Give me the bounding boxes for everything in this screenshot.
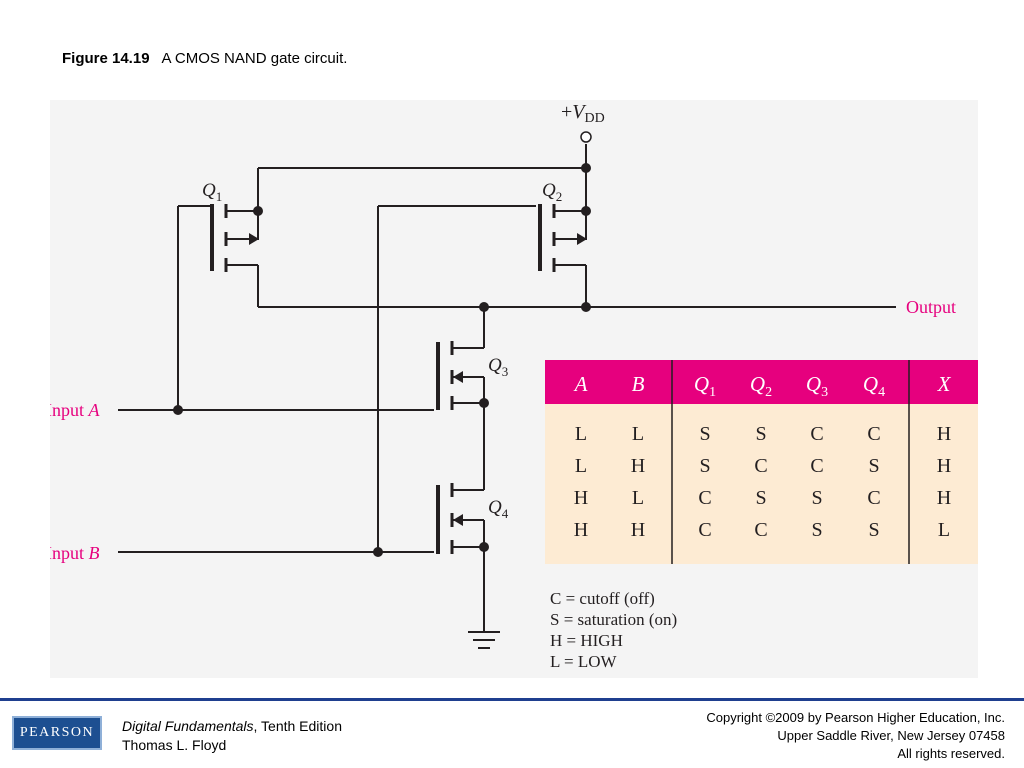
figure-caption: A CMOS NAND gate circuit. <box>161 50 348 67</box>
circuit-labels: +VDD Q1 Q2 Q3 Q4 <box>202 101 605 521</box>
q1-arrow-icon <box>249 233 259 245</box>
q4-arrow-icon <box>453 514 463 526</box>
copyright-block: Copyright ©2009 by Pearson Higher Educat… <box>706 709 1005 763</box>
transistor-bodies <box>210 204 556 554</box>
vdd-terminal <box>580 131 592 143</box>
q2-label: Q2 <box>542 180 562 204</box>
truth-table-cell: L <box>575 423 587 445</box>
truth-table-cell: C <box>810 423 823 445</box>
junction-dot <box>479 302 489 312</box>
slide-title: Figure 14.19 A CMOS NAND gate circuit. <box>62 50 347 67</box>
q4-label: Q4 <box>488 497 509 521</box>
copyright-line: Upper Saddle River, New Jersey 07458 <box>777 728 1005 743</box>
truth-table-header-cell: X <box>937 372 952 396</box>
junction-dot <box>373 547 383 557</box>
junction-dots <box>173 163 591 557</box>
legend-line: S = saturation (on) <box>550 610 677 629</box>
q1-label: Q1 <box>202 180 222 204</box>
truth-table-cell: C <box>867 487 880 509</box>
truth-table-cell: L <box>632 487 644 509</box>
truth-table-cell: S <box>868 455 879 477</box>
truth-table-cell: L <box>632 423 644 445</box>
truth-table-cell: S <box>699 455 710 477</box>
transistor-arrows <box>249 233 587 526</box>
book-info: Digital Fundamentals, Tenth Edition Thom… <box>122 717 342 755</box>
legend-line: L = LOW <box>550 652 618 671</box>
copyright-line: Copyright ©2009 by Pearson Higher Educat… <box>706 710 1005 725</box>
truth-table-cell: S <box>699 423 710 445</box>
truth-table-header: A B Q1 Q2 Q3 Q4 X <box>573 372 952 400</box>
truth-table-cell: S <box>755 423 766 445</box>
junction-dot <box>581 163 591 173</box>
truth-table-cell: H <box>631 455 645 477</box>
io-labels: Input A Input B Output <box>50 297 956 563</box>
book-edition: , Tenth Edition <box>253 718 342 734</box>
truth-table-cell: S <box>811 519 822 541</box>
truth-table-header-cell: B <box>632 372 645 396</box>
figure-number: Figure 14.19 <box>62 50 150 67</box>
cmos-nand-circuit: +VDD Q1 Q2 Q3 Q4 Input A Input B Output … <box>50 101 978 671</box>
truth-table-cell: C <box>754 519 767 541</box>
truth-table-cell: H <box>631 519 645 541</box>
truth-table-cell: H <box>937 487 951 509</box>
truth-table-header-cell: Q2 <box>750 372 772 400</box>
truth-table-cell: C <box>867 423 880 445</box>
junction-dot <box>479 398 489 408</box>
input-a-label: Input A <box>50 400 101 420</box>
pearson-logo: PEARSON <box>12 716 102 750</box>
truth-table-cell: H <box>937 455 951 477</box>
vdd-label: +VDD <box>561 101 605 126</box>
q3-arrow-icon <box>453 371 463 383</box>
output-label: Output <box>906 297 956 317</box>
truth-table-cell: C <box>698 519 711 541</box>
truth-table-header-cell: Q1 <box>694 372 716 400</box>
copyright-line: All rights reserved. <box>897 746 1005 761</box>
truth-table-cell: S <box>868 519 879 541</box>
q3-label: Q3 <box>488 355 508 379</box>
truth-table-cell: S <box>755 487 766 509</box>
truth-table-header-cell: Q4 <box>863 372 885 400</box>
legend-line: C = cutoff (off) <box>550 589 655 608</box>
junction-dot <box>253 206 263 216</box>
junction-dot <box>581 302 591 312</box>
figure-panel: +VDD Q1 Q2 Q3 Q4 Input A Input B Output … <box>50 100 978 678</box>
truth-table-header-cell: Q3 <box>806 372 828 400</box>
book-author: Thomas L. Floyd <box>122 737 227 753</box>
truth-table-header-cell: A <box>573 372 588 396</box>
truth-table-cell: H <box>937 423 951 445</box>
junction-dot <box>479 542 489 552</box>
truth-table-cell: C <box>698 487 711 509</box>
junction-dot <box>581 206 591 216</box>
truth-table-body-bg <box>545 404 978 564</box>
truth-table-cell: C <box>810 455 823 477</box>
book-title: Digital Fundamentals <box>122 718 254 734</box>
book-title-line: Digital Fundamentals, Tenth Edition <box>122 717 342 736</box>
truth-table-cell: H <box>574 519 588 541</box>
legend-line: H = HIGH <box>550 631 623 650</box>
truth-table-cell: S <box>811 487 822 509</box>
truth-table-cell: L <box>575 455 587 477</box>
truth-table-cell: C <box>754 455 767 477</box>
circuit-wires <box>118 144 896 649</box>
truth-table-cell: H <box>574 487 588 509</box>
truth-table-cell: L <box>938 519 950 541</box>
truth-table-header-bg <box>545 360 978 404</box>
legend: C = cutoff (off) S = saturation (on) H =… <box>550 589 677 671</box>
input-b-label: Input B <box>50 543 100 563</box>
q2-arrow-icon <box>577 233 587 245</box>
footer-rule <box>0 698 1024 701</box>
junction-dot <box>173 405 183 415</box>
